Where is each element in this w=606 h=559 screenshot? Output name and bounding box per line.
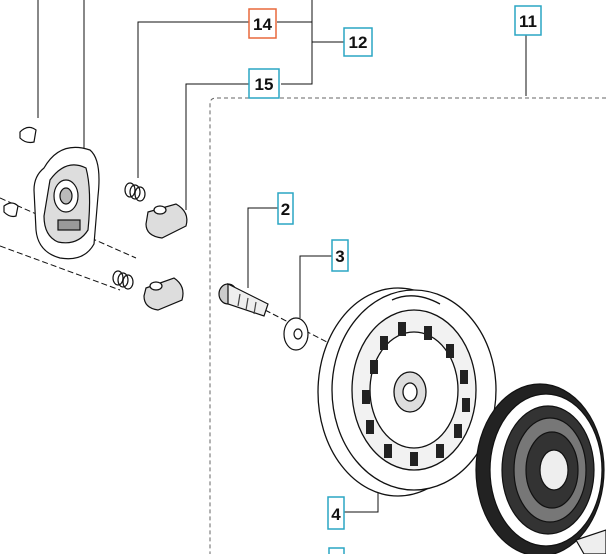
shoulder-screw xyxy=(218,283,269,317)
starter-pulley xyxy=(317,287,497,497)
callout-4[interactable]: 4 xyxy=(327,496,345,530)
callout-partial-bottom xyxy=(328,547,345,559)
callout-11-label: 11 xyxy=(519,12,537,31)
callout-3-label: 3 xyxy=(335,247,344,266)
callout-15[interactable]: 15 xyxy=(248,68,280,99)
recoil-spring-cassette xyxy=(475,383,606,557)
callout-12-label: 12 xyxy=(349,33,368,52)
callout-2[interactable]: 2 xyxy=(277,192,294,225)
starter-pawl xyxy=(143,203,188,311)
starter-housing xyxy=(3,126,100,260)
callout-14-label: 14 xyxy=(253,15,272,34)
callout-14[interactable]: 14 xyxy=(248,8,277,39)
assembly-group-border xyxy=(209,97,606,554)
callout-4-label: 4 xyxy=(331,505,341,524)
callout-2-label: 2 xyxy=(281,200,290,219)
callout-12[interactable]: 12 xyxy=(343,27,373,57)
callout-3[interactable]: 3 xyxy=(331,239,349,272)
callout-11[interactable]: 11 xyxy=(514,5,542,36)
washer xyxy=(283,317,309,351)
callout-15-label: 15 xyxy=(255,75,274,94)
pawl-spring xyxy=(112,182,146,290)
